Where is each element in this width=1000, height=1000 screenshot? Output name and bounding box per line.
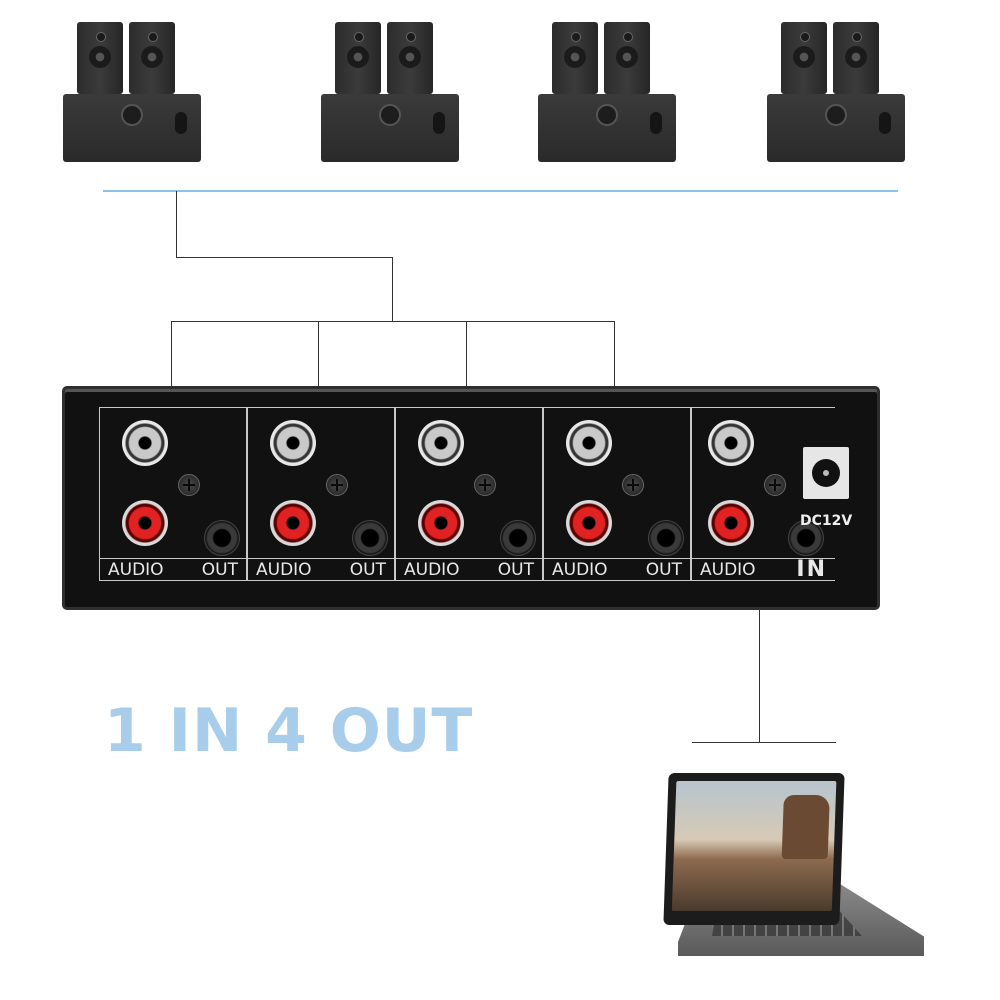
speaker-right (387, 22, 433, 94)
headphone-jack[interactable] (500, 520, 536, 556)
speaker-right (604, 22, 650, 94)
speaker-left (781, 22, 827, 94)
diagram-title: 1 IN 4 OUT (104, 696, 474, 766)
speaker-left (77, 22, 123, 94)
connector-line (171, 321, 172, 387)
speaker-left (552, 22, 598, 94)
headphone-jack[interactable] (648, 520, 684, 556)
headphone-jack[interactable] (788, 520, 824, 556)
subwoofer (321, 94, 459, 162)
subwoofer (63, 94, 201, 162)
screw-icon (764, 474, 786, 496)
rca-white-jack[interactable] (122, 420, 168, 466)
connector-line (614, 321, 615, 387)
rca-white-jack[interactable] (270, 420, 316, 466)
connector-line (759, 607, 760, 743)
speaker-left (335, 22, 381, 94)
speaker-right (129, 22, 175, 94)
subwoofer (538, 94, 676, 162)
rca-red-jack[interactable] (708, 500, 754, 546)
rca-red-jack[interactable] (270, 500, 316, 546)
screw-icon (622, 474, 644, 496)
connector-line (392, 257, 393, 322)
headphone-jack[interactable] (204, 520, 240, 556)
connector-line (318, 321, 319, 387)
connector-line (176, 191, 177, 258)
speaker-set-3 (538, 22, 676, 162)
laptop-display (671, 781, 837, 911)
connector-line (692, 742, 836, 743)
speaker-right (833, 22, 879, 94)
power-label: DC12V (800, 513, 853, 529)
speaker-set-1 (63, 22, 201, 162)
rca-red-jack[interactable] (418, 500, 464, 546)
connector-line (171, 321, 615, 322)
screw-icon (178, 474, 200, 496)
headphone-jack[interactable] (352, 520, 388, 556)
speaker-baseline (103, 190, 898, 192)
connector-line (176, 257, 393, 258)
rca-red-jack[interactable] (122, 500, 168, 546)
rca-white-jack[interactable] (708, 420, 754, 466)
connector-line (466, 321, 467, 387)
rca-red-jack[interactable] (566, 500, 612, 546)
rca-white-jack[interactable] (418, 420, 464, 466)
dc-power-port[interactable] (803, 447, 849, 499)
speaker-set-2 (321, 22, 459, 162)
screw-icon (474, 474, 496, 496)
subwoofer (767, 94, 905, 162)
laptop-screen (663, 773, 845, 925)
screw-icon (326, 474, 348, 496)
speaker-set-4 (767, 22, 905, 162)
rca-white-jack[interactable] (566, 420, 612, 466)
